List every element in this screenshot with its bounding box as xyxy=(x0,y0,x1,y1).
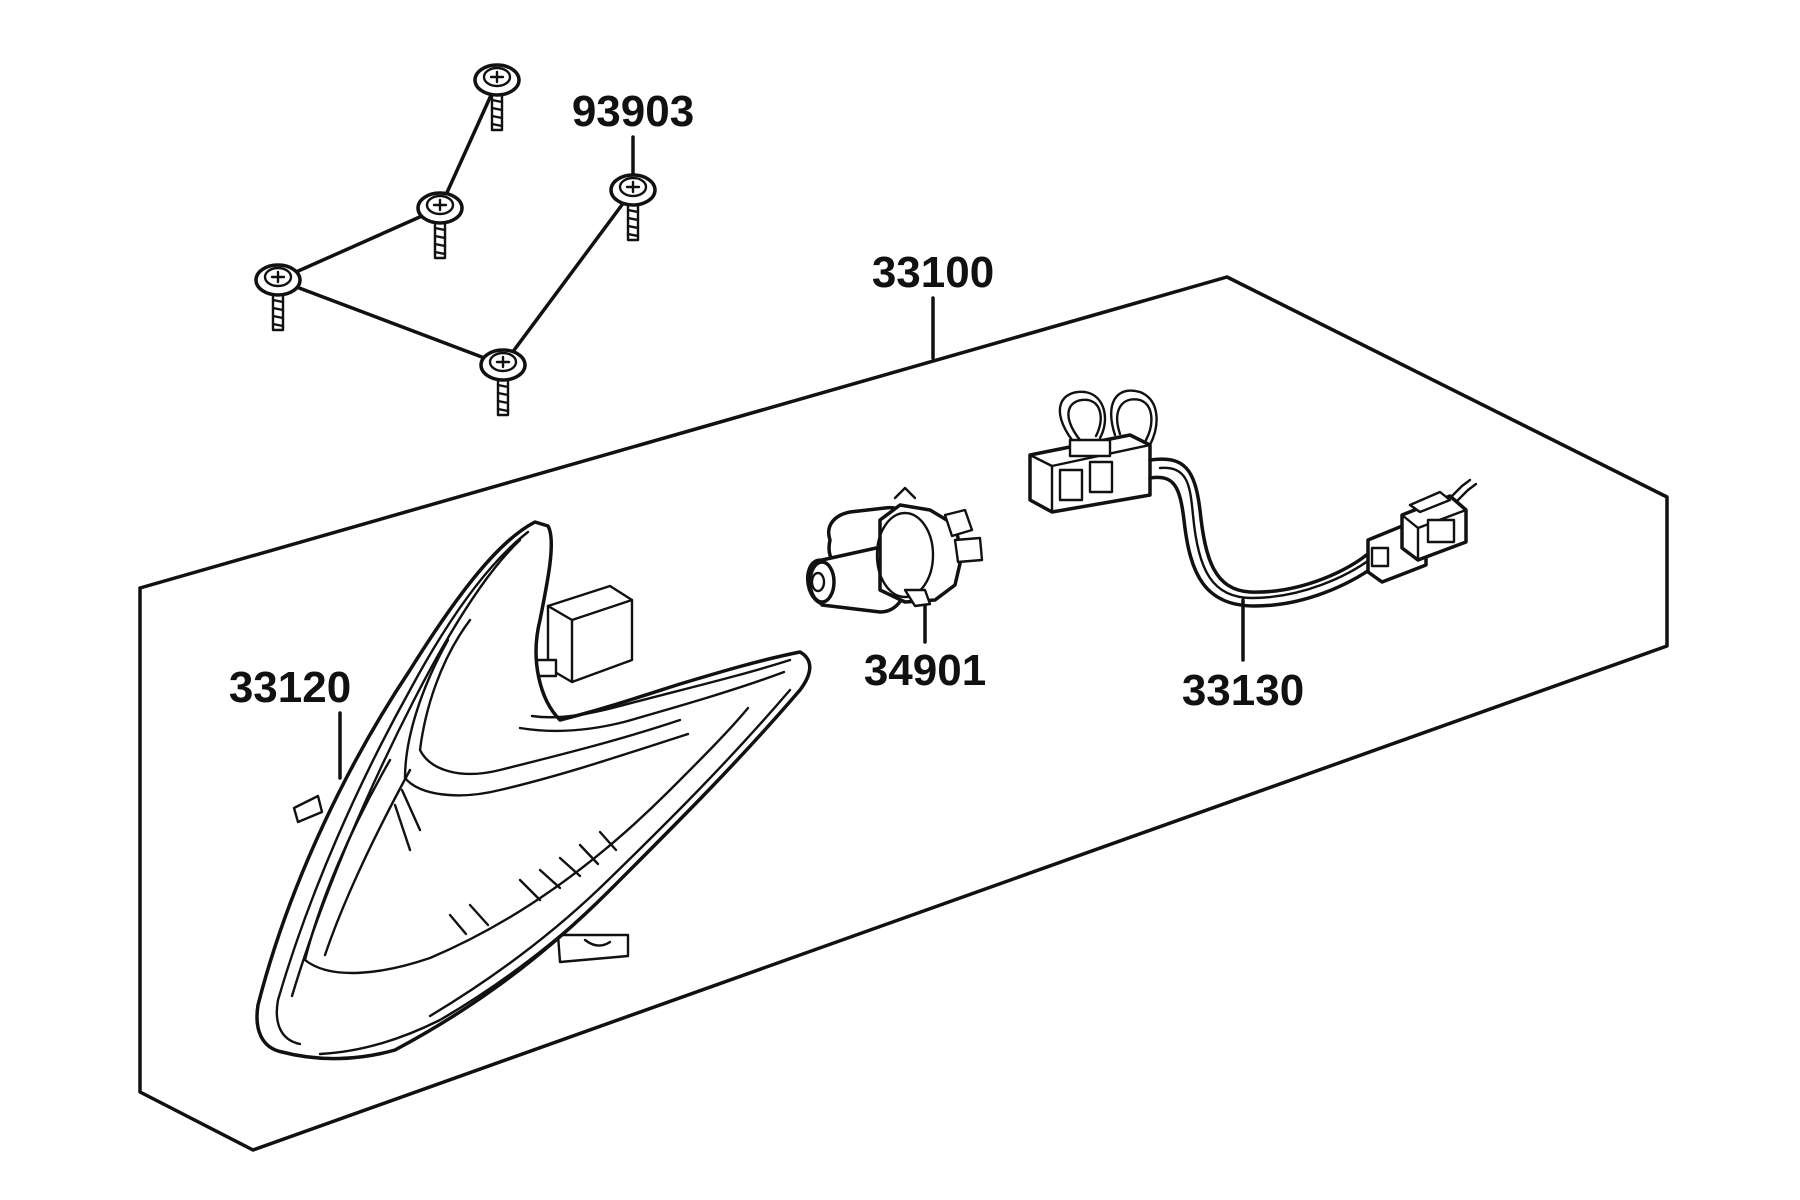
halogen-bulb-icon xyxy=(805,486,984,614)
assembly-box xyxy=(138,275,1669,1152)
screws-group xyxy=(254,63,657,417)
screw-icon xyxy=(479,348,527,417)
screw-icon xyxy=(609,173,657,242)
lens-shading xyxy=(393,788,618,936)
screw-icon xyxy=(416,191,464,260)
part-labels: 93903 33100 33120 34901 33130 xyxy=(229,87,1304,715)
wire-harness-icon xyxy=(1028,389,1478,608)
screw-icon xyxy=(473,63,521,132)
screw-icon xyxy=(254,263,302,332)
label-33120: 33120 xyxy=(229,663,351,712)
label-93903: 93903 xyxy=(572,87,694,136)
headlight-housing-icon xyxy=(255,520,812,1061)
label-33100: 33100 xyxy=(872,248,994,297)
label-34901: 34901 xyxy=(864,646,986,695)
label-33130: 33130 xyxy=(1182,666,1304,715)
